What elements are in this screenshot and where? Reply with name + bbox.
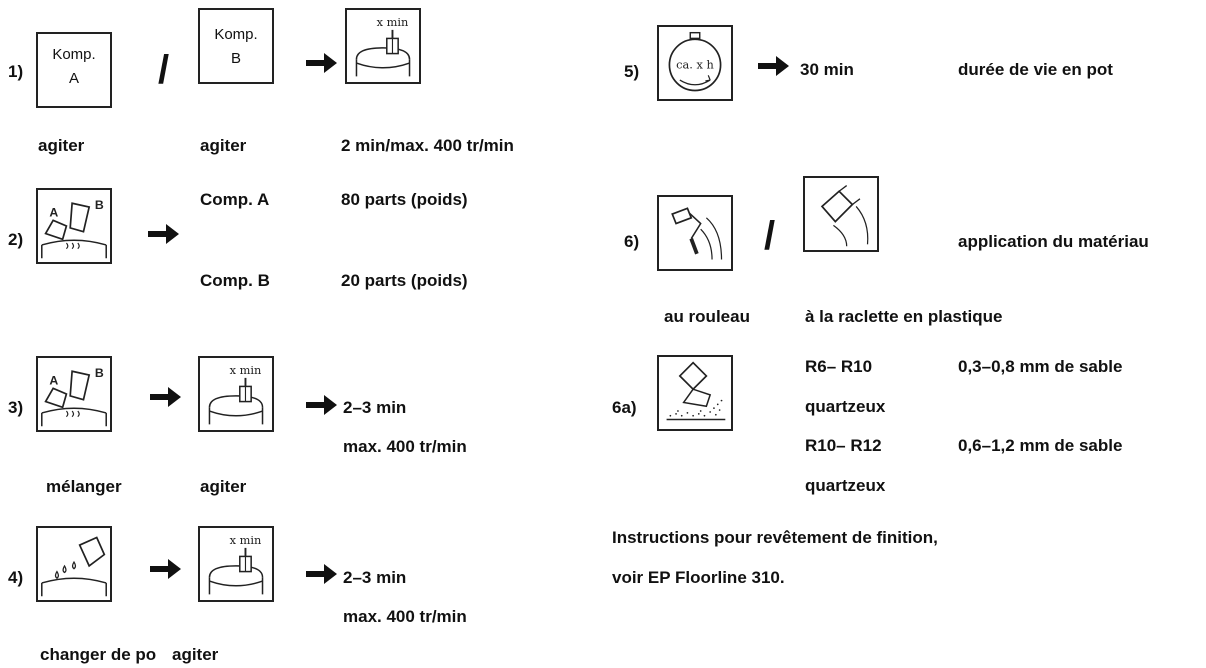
- komp-a-label-2: A: [68, 70, 79, 87]
- mix-speed: max. 400 tr/min: [343, 607, 467, 626]
- komp-a-icon: Komp. A: [36, 32, 112, 108]
- sand-value-1-cont: quartzeux: [805, 397, 886, 416]
- svg-text:A: A: [49, 206, 58, 220]
- komp-b-label-1: Komp.: [214, 26, 258, 43]
- stirrer-timer-icon: x min: [198, 356, 274, 432]
- caption-agiter: agiter: [200, 477, 247, 496]
- svg-text:B: B: [95, 198, 104, 212]
- caption-agiter-a: agiter: [38, 136, 85, 155]
- komp-b-label-2: B: [230, 50, 241, 67]
- caption-squeegee: à la raclette en plastique: [805, 307, 1003, 326]
- step-number-6: 6): [624, 232, 640, 251]
- stopwatch-label: ca. x h: [676, 58, 714, 72]
- step-number-4: 4): [8, 568, 24, 587]
- sand-value-2-cont: quartzeux: [805, 476, 886, 495]
- comp-b-label: Comp. B: [200, 271, 270, 290]
- mix-time: 2–3 min: [343, 398, 407, 417]
- caption-melanger: mélanger: [46, 477, 122, 496]
- or-separator: /: [764, 214, 776, 258]
- step-number-1: 1): [8, 62, 24, 81]
- squeegee-icon: [803, 176, 879, 252]
- comp-a-value: 80 parts (poids): [341, 190, 468, 209]
- stirrer-timer-icon: x min: [345, 8, 421, 84]
- arrow-right-icon: [148, 224, 179, 244]
- application-label: application du matériau: [958, 232, 1149, 251]
- sand-value-1: 0,3–0,8 mm de sable: [958, 357, 1123, 376]
- step-number-6a: 6a): [612, 398, 637, 417]
- svg-text:B: B: [95, 366, 104, 380]
- range-r6-r10: R6– R10: [805, 357, 873, 376]
- sand-broadcast-icon: [657, 355, 733, 431]
- mix-time: 2–3 min: [343, 568, 407, 587]
- caption-mix-time: 2 min/max. 400 tr/min: [341, 136, 514, 155]
- pot-life-time: 30 min: [800, 60, 854, 79]
- step-number-3: 3): [8, 398, 24, 417]
- pot-life-label: durée de vie en pot: [958, 60, 1113, 79]
- sand-value-2: 0,6–1,2 mm de sable: [958, 436, 1123, 455]
- timer-label: x min: [377, 15, 409, 29]
- arrow-right-icon: [306, 395, 337, 415]
- caption-agiter: agiter: [172, 645, 219, 664]
- roller-icon: [657, 195, 733, 271]
- step-number-5: 5): [624, 62, 640, 81]
- caption-agiter-b: agiter: [200, 136, 247, 155]
- stopwatch-icon: ca. x h: [657, 25, 733, 101]
- caption-changer: changer de po: [40, 645, 157, 664]
- finish-coat-note-2: voir EP Floorline 310.: [612, 568, 785, 587]
- comp-b-value: 20 parts (poids): [341, 271, 468, 290]
- svg-text:A: A: [49, 374, 58, 388]
- pour-a-into-b-icon: A B: [36, 356, 112, 432]
- timer-label: x min: [230, 533, 262, 547]
- arrow-right-icon: [150, 387, 181, 407]
- arrow-right-icon: [758, 56, 789, 76]
- stirrer-timer-icon: x min: [198, 526, 274, 602]
- mix-speed: max. 400 tr/min: [343, 437, 467, 456]
- range-r10-r12: R10– R12: [805, 436, 882, 455]
- change-container-icon: [36, 526, 112, 602]
- or-separator: /: [158, 48, 170, 92]
- arrow-right-icon: [306, 53, 337, 73]
- arrow-right-icon: [150, 559, 181, 579]
- caption-roller: au rouleau: [664, 307, 750, 326]
- timer-label: x min: [230, 363, 262, 377]
- step-number-2: 2): [8, 230, 24, 249]
- comp-a-label: Comp. A: [200, 190, 270, 209]
- komp-a-label-1: Komp.: [52, 46, 96, 63]
- pour-a-into-b-icon: A B: [36, 188, 112, 264]
- komp-b-icon: Komp. B: [198, 8, 274, 84]
- arrow-right-icon: [306, 564, 337, 584]
- finish-coat-note-1: Instructions pour revêtement de finition…: [612, 528, 938, 547]
